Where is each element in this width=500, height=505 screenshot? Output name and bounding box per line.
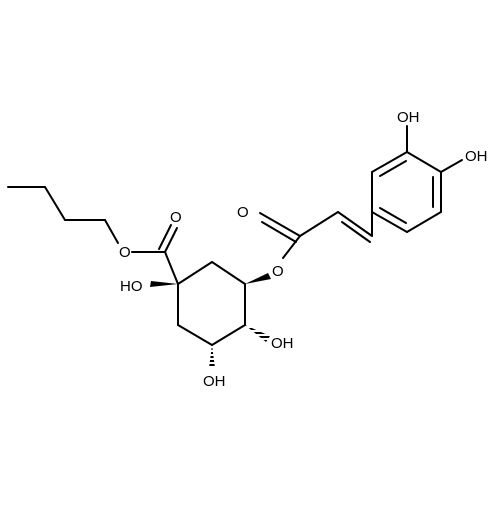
- label-phenol-oh-para: OH: [465, 148, 488, 165]
- wedge-c1-ho: [150, 281, 178, 287]
- bond-carbonyl-2: [158, 224, 172, 250]
- bond-vinyl-double-a: [337, 211, 373, 237]
- wedge-c3-o: [245, 273, 271, 284]
- label-caffeoyl-o: O: [237, 204, 249, 221]
- label-ester-o: O: [119, 244, 131, 261]
- bond-o-caffeoyl: [282, 235, 301, 259]
- bond-ar-e: [406, 211, 442, 233]
- bond-ring-c5-c6: [177, 324, 213, 346]
- label-ho-c1: HO: [120, 278, 143, 295]
- bond-oh-para: [440, 159, 463, 173]
- label-oh-c4: OH: [271, 335, 294, 352]
- bond-c-c1: [164, 251, 179, 285]
- bond-ar-inner-3: [379, 207, 407, 224]
- label-phenol-oh-meta: OH: [397, 109, 420, 126]
- bond-butyl-4: [104, 219, 119, 244]
- bond-ring-c2-c3: [211, 261, 246, 285]
- hash-c5-oh: [209, 345, 215, 368]
- bond-caffeoyl-co-2: [261, 221, 297, 243]
- bond-ar-inner-1: [379, 160, 407, 177]
- label-oh-c5: OH: [203, 373, 226, 390]
- hash-c4-oh: [245, 325, 270, 342]
- bond-caffeoyl-co-1: [259, 212, 301, 237]
- label-ester-link-o: O: [272, 263, 284, 280]
- label-carbonyl-o: O: [170, 209, 182, 226]
- bond-ar-c: [406, 151, 442, 173]
- bond-ring-c4-c5: [211, 324, 246, 346]
- bond-vinyl-1: [299, 211, 339, 237]
- bond-carbonyl-1: [164, 227, 178, 253]
- bond-butyl-2: [44, 186, 66, 221]
- bond-ring-c1-c2: [177, 261, 213, 285]
- bond-vinyl-double-b: [341, 221, 371, 243]
- bond-ar-f: [371, 211, 408, 233]
- bond-ar-b: [371, 151, 408, 173]
